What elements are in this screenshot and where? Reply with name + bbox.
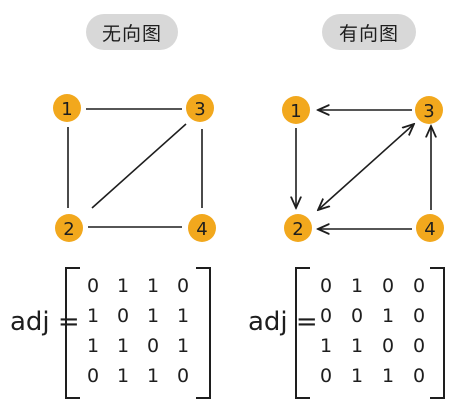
- directed-matrix-cell-r2-c1: 0: [320, 305, 332, 327]
- directed-matrix-right-bracket: [430, 267, 445, 399]
- directed-matrix-cell-r2-c4: 0: [413, 305, 425, 327]
- undirected-node-4: 4: [188, 214, 216, 242]
- undirected-node-3-label: 3: [194, 99, 205, 120]
- directed-matrix-cell-r3-c3: 0: [382, 335, 394, 357]
- undirected-matrix-cell-r1-c1: 0: [87, 275, 99, 297]
- directed-matrix-cell-r2-c2: 0: [351, 305, 363, 327]
- directed-node-4: 4: [416, 214, 444, 242]
- undirected-matrix-cell-r4-c4: 0: [177, 365, 189, 387]
- undirected-matrix-cell-r4-c2: 1: [117, 365, 129, 387]
- directed-matrix-cell-r4-c1: 0: [320, 365, 332, 387]
- directed-matrix-cell-r1-c2: 1: [351, 275, 363, 297]
- undirected-node-1-label: 1: [61, 99, 72, 120]
- directed-matrix-cell-r4-c3: 1: [382, 365, 394, 387]
- directed-matrix-cell-r4-c4: 0: [413, 365, 425, 387]
- undirected-node-1: 1: [53, 94, 81, 122]
- directed-graph-title: 有向图: [322, 14, 416, 50]
- directed-matrix-cell-r1-c4: 0: [413, 275, 425, 297]
- directed-node-1: 1: [282, 96, 310, 124]
- undirected-matrix-cell-r1-c3: 1: [147, 275, 159, 297]
- undirected-graph-title: 无向图: [86, 14, 178, 50]
- directed-matrix-label: adj =: [248, 307, 318, 337]
- undirected-matrix-cell-r2-c4: 1: [177, 305, 189, 327]
- undirected-node-2: 2: [55, 214, 83, 242]
- undirected-matrix-cell-r3-c4: 1: [177, 335, 189, 357]
- undirected-graph: 1 3 2 4: [53, 94, 216, 242]
- directed-matrix-cell-r2-c3: 1: [382, 305, 394, 327]
- undirected-matrix-label: adj =: [10, 307, 80, 337]
- undirected-matrix-cell-r2-c3: 1: [147, 305, 159, 327]
- undirected-matrix-cell-r4-c3: 1: [147, 365, 159, 387]
- directed-node-4-label: 4: [424, 219, 435, 240]
- directed-node-2: 2: [284, 214, 312, 242]
- undirected-matrix-cell-r3-c1: 1: [87, 335, 99, 357]
- undirected-matrix-left-bracket: [65, 267, 80, 399]
- undirected-node-3: 3: [186, 94, 214, 122]
- undirected-matrix-right-bracket: [196, 267, 211, 399]
- directed-matrix-cell-r1-c1: 0: [320, 275, 332, 297]
- undirected-matrix-cell-r3-c3: 0: [147, 335, 159, 357]
- directed-matrix-cell-r3-c1: 1: [320, 335, 332, 357]
- directed-node-3-label: 3: [423, 101, 434, 122]
- directed-matrix-cell-r3-c4: 0: [413, 335, 425, 357]
- undirected-matrix-cell-r4-c1: 0: [87, 365, 99, 387]
- directed-node-3: 3: [415, 96, 443, 124]
- undirected-edge-2-3: [91, 123, 187, 209]
- directed-matrix-cell-r3-c2: 1: [351, 335, 363, 357]
- undirected-node-4-label: 4: [196, 219, 207, 240]
- directed-matrix-left-bracket: [295, 267, 310, 399]
- directed-node-1-label: 1: [290, 101, 301, 122]
- directed-graph: 1 3 2 4: [282, 96, 444, 242]
- undirected-matrix-cell-r3-c2: 1: [117, 335, 129, 357]
- undirected-matrix-cell-r2-c2: 0: [117, 305, 129, 327]
- directed-edge-2-3: [318, 124, 414, 210]
- undirected-node-2-label: 2: [63, 219, 74, 240]
- directed-matrix-cell-r1-c3: 0: [382, 275, 394, 297]
- undirected-matrix-cell-r2-c1: 1: [87, 305, 99, 327]
- directed-matrix-cell-r4-c2: 1: [351, 365, 363, 387]
- undirected-matrix-cell-r1-c2: 1: [117, 275, 129, 297]
- undirected-matrix-cell-r1-c4: 0: [177, 275, 189, 297]
- directed-node-2-label: 2: [292, 219, 303, 240]
